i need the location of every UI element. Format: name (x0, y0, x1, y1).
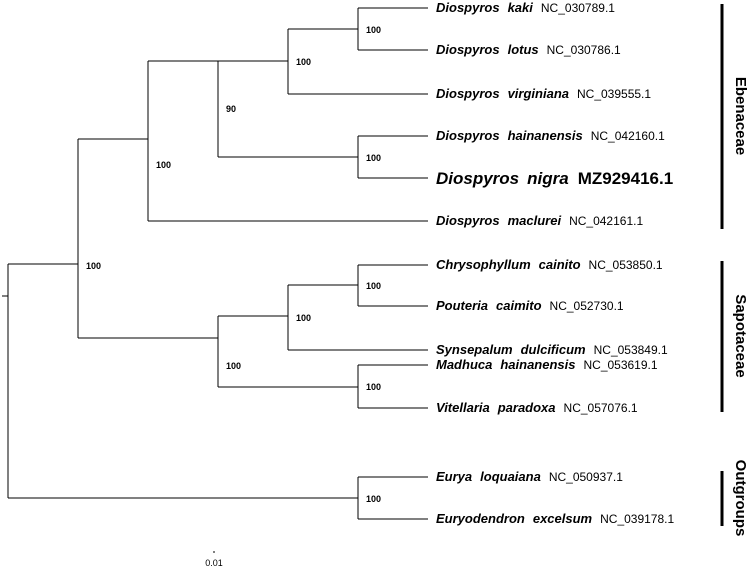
clade-label-ebenaceae: Ebenaceae (732, 77, 749, 155)
support-value: 100 (366, 382, 381, 392)
support-value: 90 (226, 104, 236, 114)
tip-label: Diospyros virginiana NC_039555.1 (436, 85, 651, 102)
support-value: 100 (296, 313, 311, 323)
tip-label: Pouteria caimito NC_052730.1 (436, 297, 624, 314)
scale-bar: 0.01 (205, 551, 223, 568)
tip-label: Diospyros lotus NC_030786.1 (436, 41, 621, 58)
tip-label: Vitellaria paradoxa NC_057076.1 (436, 399, 638, 416)
support-value: 100 (226, 361, 241, 371)
tip-label: Diospyros kaki NC_030789.1 (436, 0, 615, 16)
clade-label-outgroups: Outgroups (732, 460, 749, 537)
clade-annotations: Ebenaceae Sapotaceae Outgroups (720, 4, 749, 537)
tip-label: Diospyros hainanensis NC_042160.1 (436, 127, 665, 144)
tip-label: Euryodendron excelsum NC_039178.1 (436, 510, 674, 527)
tree-branches (2, 7, 428, 520)
support-value: 100 (86, 261, 101, 271)
tip-label: Synsepalum dulcificum NC_053849.1 (436, 341, 668, 358)
support-value: 100 (366, 281, 381, 291)
support-values: 100 100 90 100 100 100 100 100 100 100 1… (86, 25, 381, 504)
support-value: 100 (366, 494, 381, 504)
clade-label-sapotaceae: Sapotaceae (732, 294, 749, 377)
support-value: 100 (366, 153, 381, 163)
tip-label: Madhuca hainanensis NC_053619.1 (436, 356, 658, 373)
scale-bar-label: 0.01 (205, 558, 223, 568)
tip-label-highlighted: Diospyros nigra MZ929416.1 (436, 169, 673, 188)
support-value: 100 (156, 160, 171, 170)
tip-label: Chrysophyllum cainito NC_053850.1 (436, 256, 663, 273)
tip-label: Diospyros maclurei NC_042161.1 (436, 212, 643, 229)
tip-labels: Diospyros kaki NC_030789.1 Diospyros lot… (436, 0, 674, 527)
tip-label: Eurya loquaiana NC_050937.1 (436, 468, 623, 485)
support-value: 100 (366, 25, 381, 35)
support-value: 100 (296, 57, 311, 67)
